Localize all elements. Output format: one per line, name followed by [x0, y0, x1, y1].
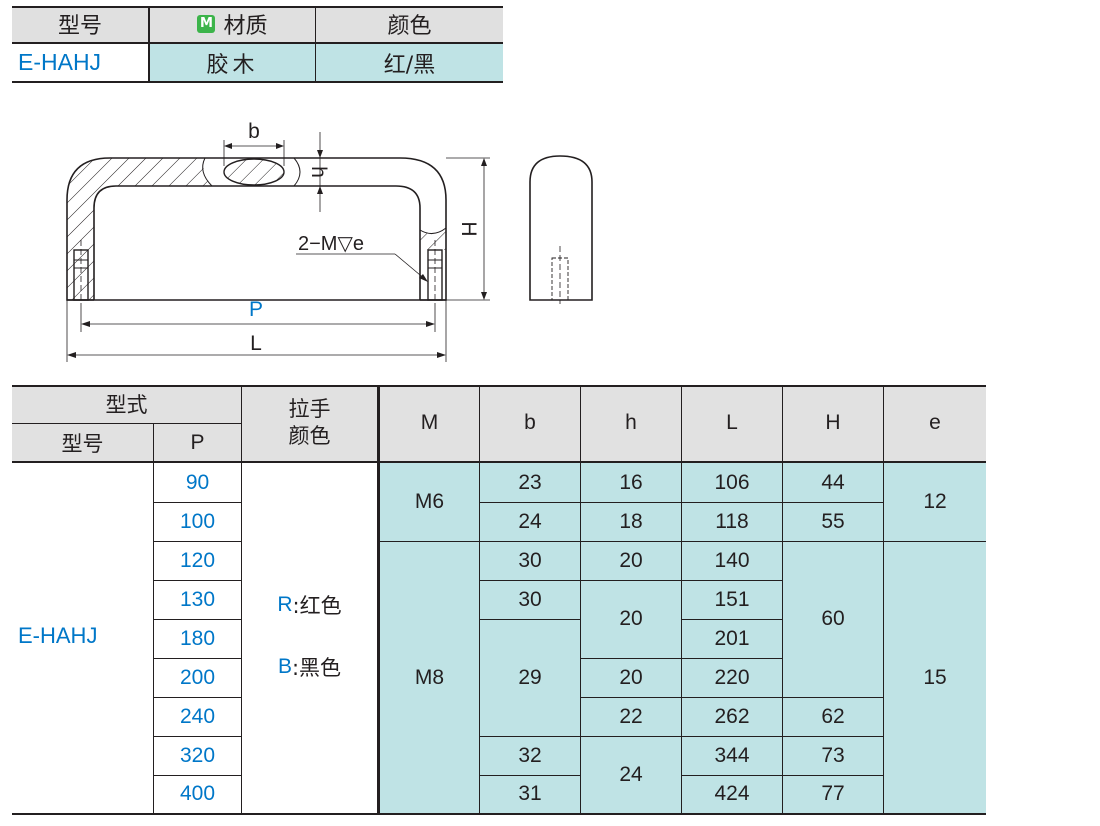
l-value: 262: [714, 704, 750, 728]
color-name-red: :红色: [292, 594, 342, 618]
b-value: 30: [518, 548, 542, 572]
b-value: 32: [518, 743, 542, 767]
dim-label-P: P: [249, 298, 263, 321]
material-header-model: 型号: [57, 14, 102, 39]
material-m-badge-icon: M: [197, 15, 216, 33]
material-table: 型号 M 材质 颜色 E-HAHJ 胶木 红/黑: [12, 6, 503, 83]
H-value: 55: [821, 509, 845, 533]
color-option-red: R:红色: [242, 585, 377, 625]
p-value: 200: [179, 665, 216, 689]
p-value: 130: [179, 587, 216, 611]
e-value: 12: [923, 490, 947, 513]
l-value: 424: [714, 782, 750, 805]
l-value: 140: [714, 548, 750, 572]
dim-label-h: h: [307, 166, 330, 178]
color-name-black: :黑色: [291, 656, 342, 680]
material-row-color: 红/黑: [383, 52, 436, 78]
e-value: 15: [923, 665, 947, 689]
p-value: 90: [185, 470, 210, 494]
m-value: M8: [414, 665, 445, 689]
material-table-header-row: [12, 6, 503, 42]
color-code-black: B: [277, 655, 292, 678]
material-header-material: M 材质: [150, 6, 315, 42]
p-value: 120: [179, 548, 216, 572]
handle-drawing: b h H 2−M▽e P L: [66, 120, 593, 362]
h-value: 16: [619, 470, 643, 494]
p-value: 400: [179, 782, 216, 805]
spec-header-model: 型号: [61, 431, 104, 456]
H-value: 62: [821, 704, 845, 728]
color-option-black: B:黑色: [242, 647, 377, 687]
h-value: 24: [619, 762, 643, 786]
H-value: 44: [821, 470, 845, 494]
l-value: 344: [714, 743, 750, 767]
material-header-color: 颜色: [387, 14, 432, 39]
h-value: 20: [619, 548, 643, 572]
H-value: 73: [821, 743, 845, 767]
dim-label-L: L: [250, 332, 262, 355]
spec-header-e: e: [929, 411, 941, 434]
dim-label-thread: 2−M▽e: [298, 233, 364, 255]
spec-header-M: M: [420, 411, 439, 434]
H-value: 77: [821, 782, 845, 805]
l-value: 220: [714, 665, 750, 689]
spec-header-h: h: [625, 411, 637, 434]
b-value: 29: [518, 665, 542, 689]
color-code-red: R: [277, 593, 293, 616]
p-value: 240: [179, 704, 216, 728]
p-value: 320: [179, 743, 216, 767]
b-value: 31: [518, 782, 542, 805]
b-value: 24: [518, 509, 542, 533]
l-value: 151: [714, 587, 750, 611]
material-row-model: E-HAHJ: [18, 49, 102, 75]
l-value: 118: [715, 509, 749, 533]
material-row-material: 胶木: [206, 52, 259, 78]
material-header-material-label: 材质: [223, 14, 268, 39]
h-value: 22: [619, 704, 643, 728]
spec-table: 型式 型号 P 拉手 颜色 M b h L H e E-HAHJ 90 100 …: [12, 385, 986, 815]
spec-header-handle-color: 拉手 颜色: [288, 397, 331, 448]
spec-model: E-HAHJ: [18, 623, 98, 648]
h-value: 20: [619, 607, 643, 630]
h-value: 18: [619, 509, 643, 533]
dim-label-b: b: [248, 120, 260, 143]
spec-header-b: b: [524, 411, 536, 434]
spec-header-L: L: [726, 411, 738, 434]
material-table-value-bg: [149, 44, 503, 82]
m-value: M6: [414, 490, 445, 513]
spec-cyan-bg: [379, 462, 986, 814]
l-value: 201: [714, 626, 750, 650]
l-value: 106: [714, 470, 750, 494]
spec-header-P: P: [190, 430, 205, 454]
dim-label-H: H: [457, 221, 480, 236]
b-value: 30: [518, 587, 542, 611]
h-value: 20: [619, 665, 643, 689]
p-value: 100: [179, 509, 216, 533]
spec-header-H: H: [825, 411, 841, 434]
b-value: 23: [518, 470, 542, 494]
H-value: 60: [821, 607, 845, 630]
spec-header-type: 型式: [105, 393, 148, 417]
p-value: 180: [179, 626, 216, 650]
